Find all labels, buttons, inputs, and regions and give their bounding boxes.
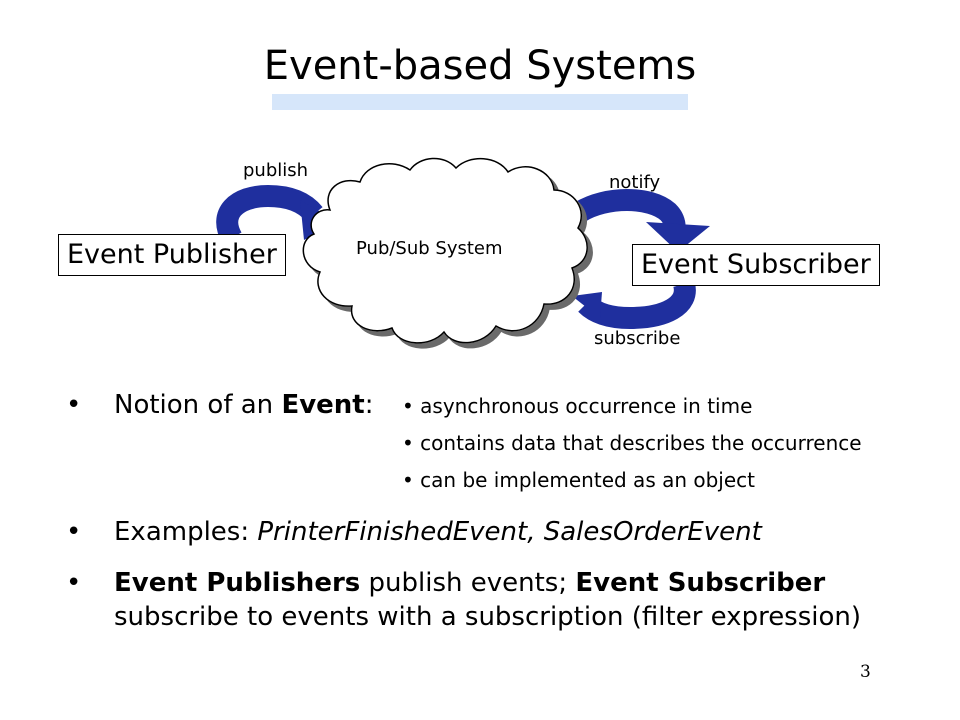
pubsub-diagram <box>216 157 710 344</box>
event-subitem-1-text: asynchronous occurrence in time <box>420 394 753 418</box>
bullet-publishers-text1: publish events; <box>360 568 576 598</box>
event-subscriber-box: Event Subscriber <box>632 244 880 286</box>
bullet-publishers-text2: subscribe to events with a subscription … <box>114 602 862 632</box>
bullet-publishers-bold1: Event Publishers <box>114 568 361 598</box>
event-subitem-3: • can be implemented as an object <box>402 468 756 492</box>
bullet-dot-publishers: • <box>66 568 82 598</box>
event-subitem-2-text: contains data that describes the occurre… <box>420 431 862 455</box>
title-underline-bar <box>272 94 688 110</box>
bullet-event-prefix: Notion of an <box>114 390 282 420</box>
bullet-examples-prefix: Examples: <box>114 517 258 547</box>
pubsub-system-label: Pub/Sub System <box>356 238 503 259</box>
notify-label: notify <box>609 172 661 193</box>
event-publisher-box: Event Publisher <box>58 234 286 276</box>
event-subitem-2: • contains data that describes the occur… <box>402 431 862 455</box>
subscribe-label: subscribe <box>594 328 681 349</box>
slide-title: Event-based Systems <box>263 43 697 89</box>
bullet-event-bold: Event <box>281 390 365 420</box>
bullet-dot-event: • <box>66 390 82 420</box>
bullet-examples-italic: PrinterFinishedEvent, SalesOrderEvent <box>257 517 762 547</box>
bullet-event-notion: Notion of an Event: <box>114 388 373 422</box>
page-number: 3 <box>860 662 871 682</box>
bullet-examples: Examples: PrinterFinishedEvent, SalesOrd… <box>114 515 762 549</box>
bullet-publishers-bold2: Event Subscriber <box>575 568 826 598</box>
bullet-publishers: Event Publishers publish events; Event S… <box>114 566 894 634</box>
publish-label: publish <box>243 160 309 181</box>
bullet-event-suffix: : <box>364 390 374 420</box>
event-subitem-1: • asynchronous occurrence in time <box>402 394 753 418</box>
notify-arrow-icon <box>574 189 710 252</box>
pubsub-cloud-shape <box>302 157 588 344</box>
event-subitem-3-text: can be implemented as an object <box>420 468 756 492</box>
subscribe-arrow-icon <box>572 281 696 330</box>
bullet-dot-examples: • <box>66 517 82 547</box>
